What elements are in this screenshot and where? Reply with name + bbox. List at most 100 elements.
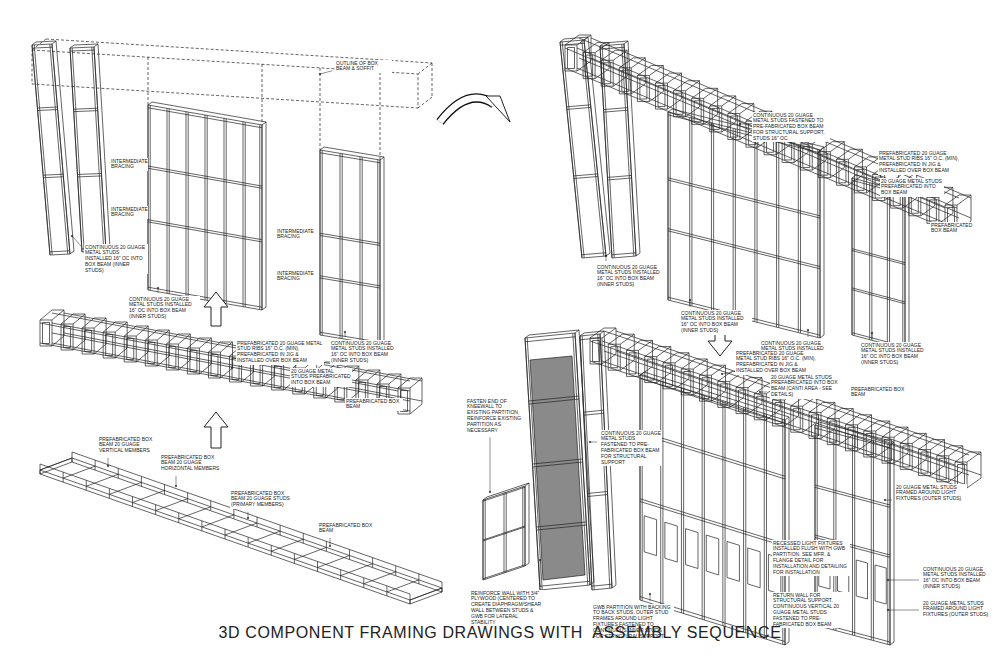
frame-line bbox=[850, 149, 862, 150]
tall-stud-frame bbox=[70, 44, 110, 252]
frame-line bbox=[668, 112, 669, 300]
frame-line bbox=[714, 365, 726, 366]
frame-line bbox=[73, 314, 85, 315]
beam-rib bbox=[187, 348, 199, 374]
frame-line bbox=[245, 122, 246, 307]
frame-line bbox=[864, 421, 878, 431]
beam-rib-inner bbox=[712, 108, 719, 129]
frame-line bbox=[364, 572, 396, 584]
beam-rib bbox=[681, 369, 693, 395]
frame-line bbox=[713, 123, 714, 311]
frame-line bbox=[816, 396, 817, 422]
frame-line bbox=[668, 297, 820, 335]
frame-line bbox=[94, 344, 106, 354]
frame-line bbox=[187, 338, 199, 348]
frame-line bbox=[186, 112, 187, 297]
frame-line bbox=[704, 395, 705, 620]
frame-line bbox=[832, 141, 844, 142]
beam-rib-inner bbox=[757, 396, 764, 417]
light-fixture-frame bbox=[856, 560, 867, 599]
frame-line bbox=[115, 322, 127, 332]
frame-line bbox=[900, 433, 914, 443]
frame-line bbox=[689, 353, 690, 379]
frame-line bbox=[688, 80, 700, 81]
frame-line bbox=[150, 105, 151, 290]
frame-line bbox=[50, 44, 68, 254]
frame-line bbox=[896, 427, 908, 428]
leader-line bbox=[760, 392, 767, 393]
frame-line bbox=[724, 95, 736, 96]
frame-line bbox=[577, 35, 591, 45]
frame-line bbox=[157, 330, 169, 331]
frame-line bbox=[188, 112, 189, 297]
frame-line bbox=[574, 174, 598, 176]
beam-rib bbox=[674, 91, 686, 117]
leader-line bbox=[330, 538, 331, 546]
frame-line bbox=[78, 176, 102, 177]
frame-line bbox=[710, 96, 724, 106]
beam-rib bbox=[855, 167, 867, 193]
frame-line bbox=[809, 402, 823, 412]
plywood-sheathing bbox=[530, 356, 585, 580]
frame-line bbox=[878, 421, 890, 422]
frame-line bbox=[952, 187, 953, 213]
frame-line bbox=[663, 353, 677, 363]
frame-line bbox=[340, 153, 341, 338]
beam-rib-inner bbox=[622, 70, 629, 91]
beam-rib bbox=[900, 443, 912, 469]
frame-line bbox=[395, 566, 396, 576]
beam-rib bbox=[728, 114, 740, 140]
frame-line bbox=[728, 104, 742, 114]
frame-line bbox=[320, 147, 324, 150]
frame-line bbox=[601, 50, 615, 60]
frame-line bbox=[86, 480, 87, 490]
frame-line bbox=[74, 111, 98, 112]
frame-line bbox=[259, 125, 260, 310]
frame-line bbox=[363, 578, 364, 588]
beam-rib-inner bbox=[958, 465, 965, 486]
frame-line bbox=[677, 352, 689, 353]
frame-line bbox=[349, 550, 350, 560]
frame-line bbox=[937, 446, 951, 456]
frame-line bbox=[785, 642, 789, 645]
beam-rib bbox=[700, 375, 712, 401]
frame-line bbox=[580, 333, 584, 336]
plywood-panel bbox=[530, 356, 585, 580]
callout-note: PREFABRICATED BOX BEAM 20 GUAGE VERTICAL… bbox=[98, 436, 158, 455]
beam-rib bbox=[718, 381, 730, 407]
frame-line bbox=[631, 84, 645, 94]
frame-line bbox=[670, 347, 671, 373]
frame-line bbox=[967, 478, 981, 488]
frame-line bbox=[40, 470, 410, 600]
leader-line bbox=[888, 610, 919, 611]
frame-line bbox=[36, 41, 56, 42]
frame-line bbox=[730, 397, 744, 407]
frame-line bbox=[540, 581, 590, 586]
frame-outline bbox=[483, 486, 525, 580]
frame-line bbox=[659, 346, 671, 347]
callout-note: INTERMEDIATE BRACING bbox=[276, 270, 316, 283]
frame-line bbox=[627, 50, 628, 76]
beam-rib bbox=[710, 106, 722, 132]
frame-line bbox=[844, 142, 845, 168]
beam-rib-inner bbox=[190, 351, 197, 372]
beam-rib-inner bbox=[593, 341, 600, 362]
frame-line bbox=[887, 444, 888, 644]
frame-line bbox=[652, 340, 653, 366]
frame-line bbox=[754, 134, 755, 322]
beam-rib-inner bbox=[694, 101, 701, 122]
frame-line bbox=[852, 249, 905, 263]
frame-line bbox=[869, 183, 870, 340]
callout-note: FASTEN END OF KNEEWALL TO EXISTING PARTI… bbox=[466, 398, 526, 434]
frame-line bbox=[718, 371, 732, 381]
beam-rib bbox=[208, 352, 220, 378]
leader-dot bbox=[759, 391, 761, 393]
callout-note: 20 GUAGE METAL STUDS PREFABRICATED INTO … bbox=[770, 374, 852, 399]
frame-line bbox=[600, 331, 604, 334]
frame-line bbox=[785, 417, 789, 420]
frame-line bbox=[368, 370, 380, 371]
frame-line bbox=[525, 483, 529, 486]
frame-line bbox=[735, 129, 736, 317]
callout-note: INTERMEDIATE BRACING bbox=[110, 158, 148, 171]
frame-line bbox=[766, 410, 780, 420]
